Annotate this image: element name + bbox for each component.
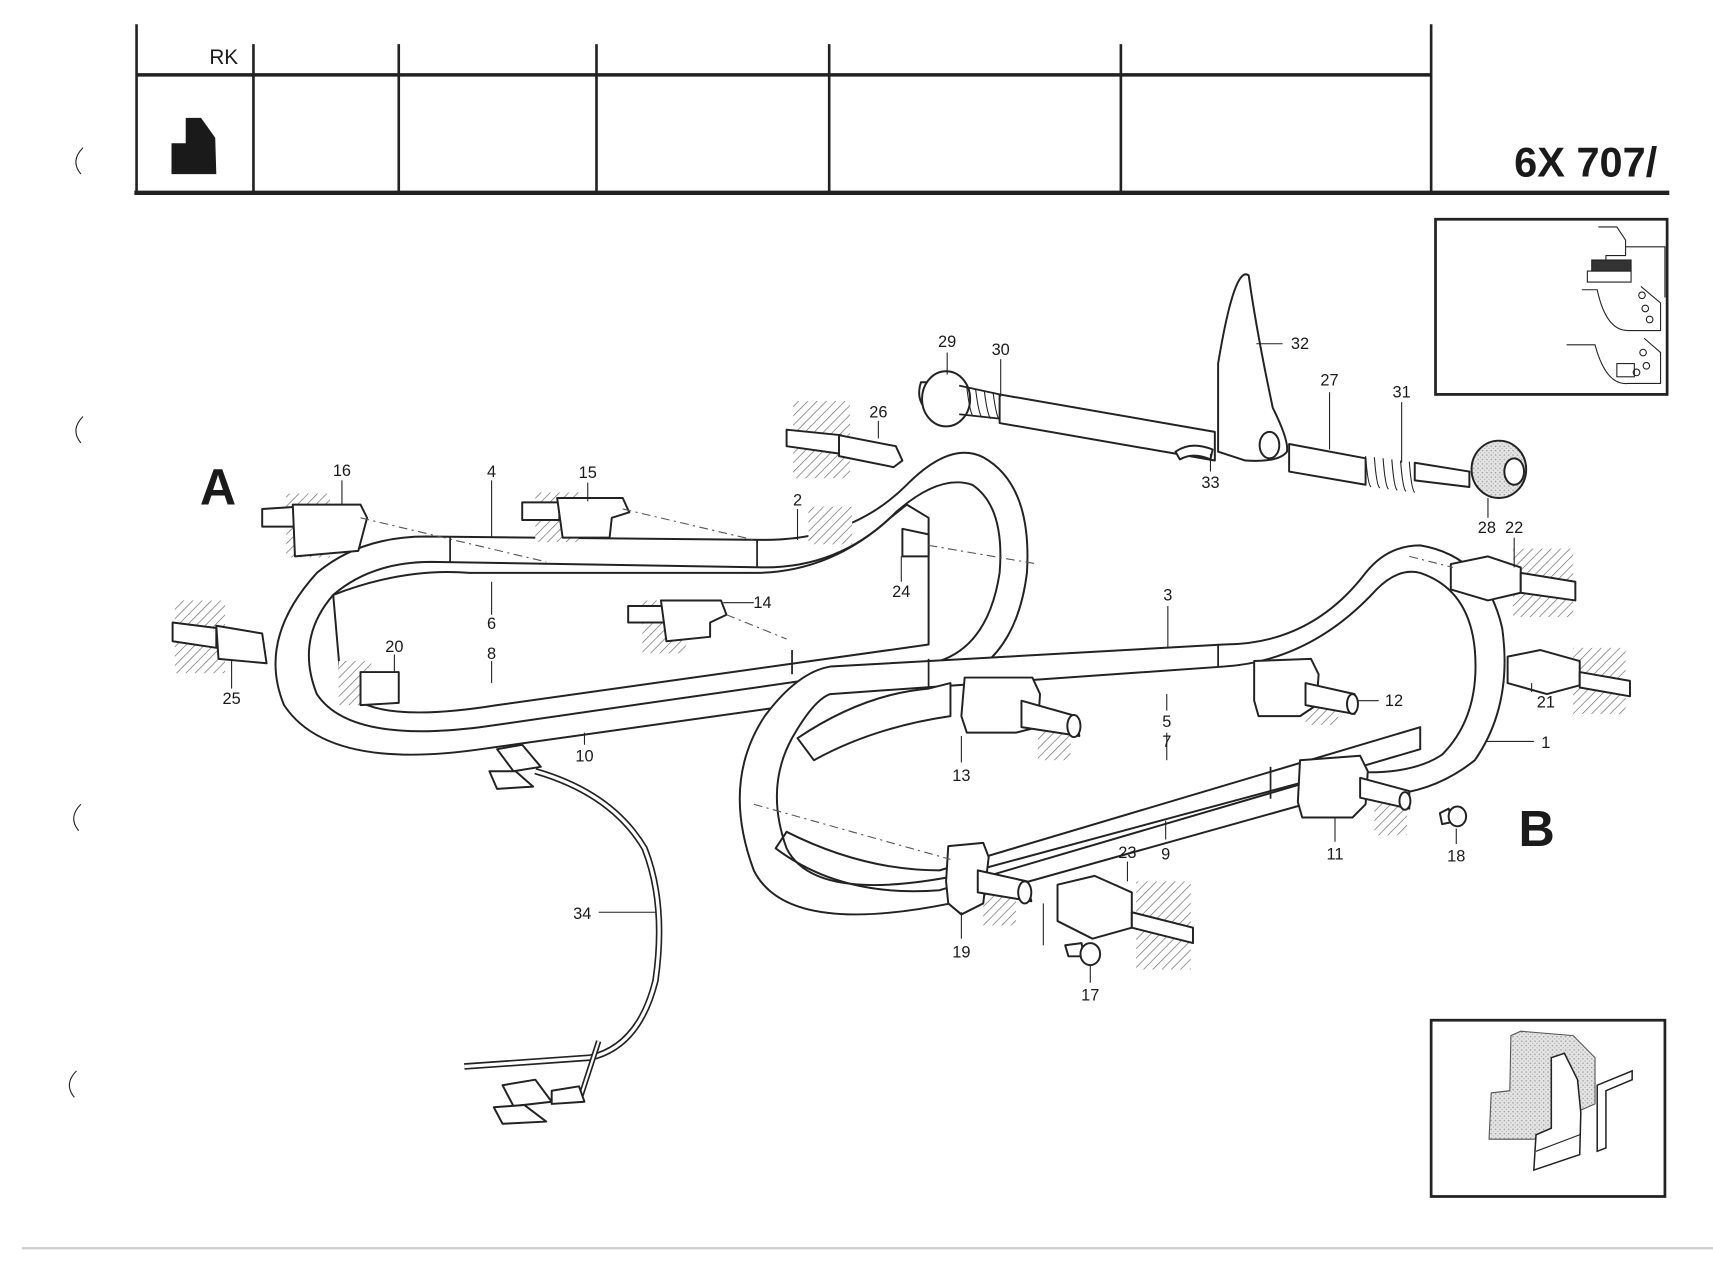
callout-33: 33 xyxy=(1201,474,1219,492)
callout-10: 10 xyxy=(575,747,593,765)
leader-lines xyxy=(231,343,1534,983)
callout-21: 21 xyxy=(1537,693,1555,711)
callout-20: 20 xyxy=(385,638,403,656)
binding-marks xyxy=(68,147,84,1098)
callout-18: 18 xyxy=(1447,848,1465,866)
cable-34 xyxy=(464,743,663,1125)
callout-19: 19 xyxy=(952,943,970,961)
callout-22: 22 xyxy=(1505,519,1523,537)
callout-15: 15 xyxy=(579,464,597,482)
assembly-label-a: A xyxy=(200,458,236,515)
inner-rail-a xyxy=(332,503,930,714)
binding-mark xyxy=(75,147,84,175)
callout-13: 13 xyxy=(952,767,970,785)
rail-frame-b xyxy=(738,544,1506,916)
binding-mark xyxy=(68,1070,77,1098)
callout-14: 14 xyxy=(753,594,771,612)
callout-7: 7 xyxy=(1162,733,1171,751)
callout-31: 31 xyxy=(1393,384,1411,402)
callout-24: 24 xyxy=(892,583,910,601)
callout-25: 25 xyxy=(222,690,240,708)
callout-29: 29 xyxy=(938,333,956,351)
callout-2: 2 xyxy=(793,492,802,510)
callout-23: 23 xyxy=(1118,844,1136,862)
callout-26: 26 xyxy=(869,404,887,422)
section-profiles-inset xyxy=(1434,217,1669,396)
callout-8: 8 xyxy=(487,645,496,663)
callout-9: 9 xyxy=(1161,845,1170,863)
document-code: 6X 707/ xyxy=(1514,138,1658,185)
part-callouts: 1 2 3 4 5 6 7 8 9 10 11 12 13 14 15 16 1… xyxy=(222,333,1554,1004)
callout-4: 4 xyxy=(487,463,496,481)
callout-6: 6 xyxy=(487,615,496,633)
callout-30: 30 xyxy=(992,341,1010,359)
shaft-assembly xyxy=(918,273,1528,499)
profile-symbol-icon xyxy=(171,117,217,175)
callout-3: 3 xyxy=(1163,586,1172,604)
callout-11: 11 xyxy=(1327,845,1344,863)
assembly-b xyxy=(738,544,1631,970)
assembly-label-b: B xyxy=(1519,800,1555,857)
callout-1: 1 xyxy=(1541,734,1550,752)
callout-34: 34 xyxy=(573,905,591,923)
callout-12: 12 xyxy=(1385,692,1403,710)
callout-27: 27 xyxy=(1320,372,1338,390)
callout-16: 16 xyxy=(333,462,351,480)
callout-28: 28 xyxy=(1478,519,1496,537)
callout-17: 17 xyxy=(1081,986,1099,1004)
binding-mark xyxy=(73,803,82,832)
binding-mark xyxy=(75,416,84,444)
block-profile-inset xyxy=(1429,1018,1667,1198)
rail-frame-b-inner xyxy=(775,570,1477,887)
callout-32: 32 xyxy=(1291,335,1309,353)
callout-5: 5 xyxy=(1162,713,1171,731)
rk-label: RK xyxy=(209,46,238,69)
header-title-block: RK 6X 707/ xyxy=(134,24,1670,196)
